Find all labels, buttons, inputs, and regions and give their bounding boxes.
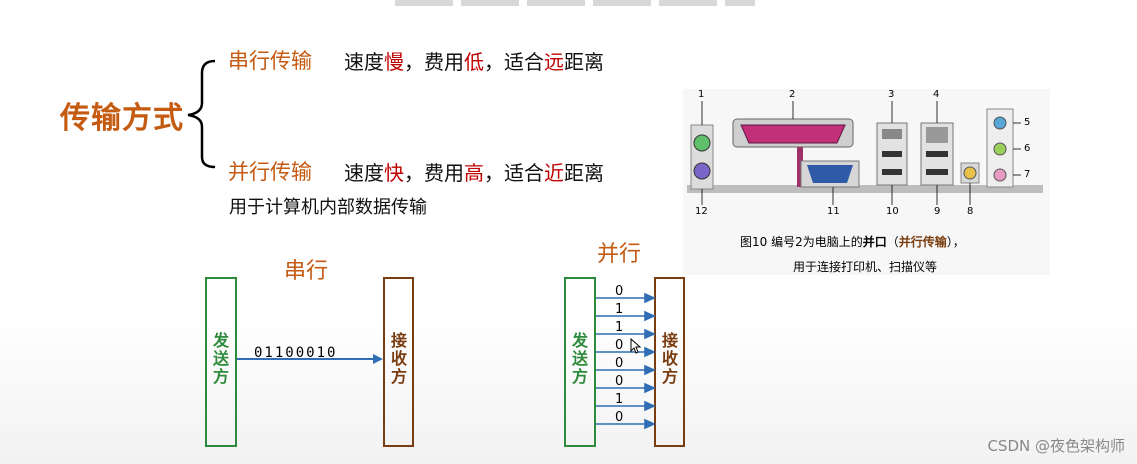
parallel-diagram-title: 并行: [597, 242, 642, 267]
port-number: 1: [698, 89, 705, 100]
serial-label: 串行传输: [228, 49, 312, 73]
desc-text: ，费用: [404, 50, 464, 74]
desc-text: ，适合: [484, 50, 544, 74]
parallel-bit: 1: [615, 302, 624, 317]
port-number: 9: [934, 206, 941, 217]
parallel-bit: 0: [615, 338, 624, 353]
port-number: 3: [888, 89, 895, 100]
desc-text: 速度: [344, 161, 384, 185]
caption-text: 图10 编号2为电脑上的: [740, 235, 863, 249]
serial-bits: 01100010: [254, 345, 338, 361]
receiver-label: 接收方: [390, 331, 407, 386]
serial-diagram-title: 串行: [284, 259, 329, 284]
desc-text: 速度: [344, 50, 384, 74]
parallel-usage: 用于计算机内部数据传输: [229, 197, 427, 218]
parallel-arrows-icon: [596, 292, 656, 430]
parallel-sender-box: 发送方: [564, 277, 596, 447]
parallel-label: 并行传输: [228, 160, 312, 184]
receiver-label: 接收方: [661, 331, 678, 386]
watermark: CSDN @夜色架构师: [987, 437, 1125, 455]
port-number: 5: [1024, 117, 1031, 128]
main-title: 传输方式: [60, 101, 184, 136]
parallel-bit: 0: [615, 356, 624, 371]
curly-brace-icon: [187, 59, 216, 169]
desc-highlight: 慢: [384, 50, 404, 74]
parallel-receiver-box: 接收方: [654, 277, 685, 447]
parallel-bit: 1: [615, 320, 624, 335]
desc-text: ，费用: [404, 161, 464, 185]
parallel-bit: 0: [615, 284, 624, 299]
serial-arrow-icon: [237, 354, 383, 364]
motherboard-ports-figure: 1 2 3 4 5 6 7 12 11 10 9 8: [683, 89, 1050, 275]
caption-bold: 并行传输: [898, 235, 947, 249]
port-number: 4: [933, 89, 940, 100]
slide-top-tabs: [395, 0, 755, 6]
desc-highlight: 低: [464, 50, 484, 74]
serial-receiver-box: 接收方: [383, 277, 414, 447]
io-panel-illustration: [687, 101, 1043, 205]
desc-highlight: 近: [544, 161, 564, 185]
port-number: 10: [886, 206, 899, 217]
caption-bold: 并口: [862, 235, 887, 249]
mouse-cursor-icon: [630, 338, 642, 354]
parallel-description: 速度快，费用高，适合近距离: [344, 157, 604, 186]
caption-text: ），: [946, 235, 965, 249]
sender-label: 发送方: [212, 331, 229, 386]
desc-text: 距离: [564, 50, 604, 74]
serial-sender-box: 发送方: [205, 277, 237, 447]
figure-caption-line1: 图10 编号2为电脑上的并口（并行传输），: [740, 233, 965, 250]
desc-text: ，适合: [484, 161, 544, 185]
desc-highlight: 远: [544, 50, 564, 74]
parallel-bit: 1: [615, 392, 624, 407]
port-number: 11: [827, 206, 840, 217]
desc-text: 距离: [564, 161, 604, 185]
parallel-bit: 0: [615, 374, 624, 389]
port-number: 2: [789, 89, 796, 100]
serial-description: 速度慢，费用低，适合远距离: [344, 46, 604, 75]
figure-caption-line2: 用于连接打印机、扫描仪等: [793, 260, 938, 274]
sender-label: 发送方: [571, 331, 588, 386]
port-number: 7: [1024, 169, 1031, 180]
parallel-bit: 0: [615, 410, 624, 425]
desc-highlight: 高: [464, 161, 484, 185]
caption-text: （: [886, 235, 899, 249]
port-number: 12: [695, 206, 708, 217]
port-number: 6: [1024, 143, 1031, 154]
port-number: 8: [967, 206, 974, 217]
desc-highlight: 快: [384, 161, 404, 185]
